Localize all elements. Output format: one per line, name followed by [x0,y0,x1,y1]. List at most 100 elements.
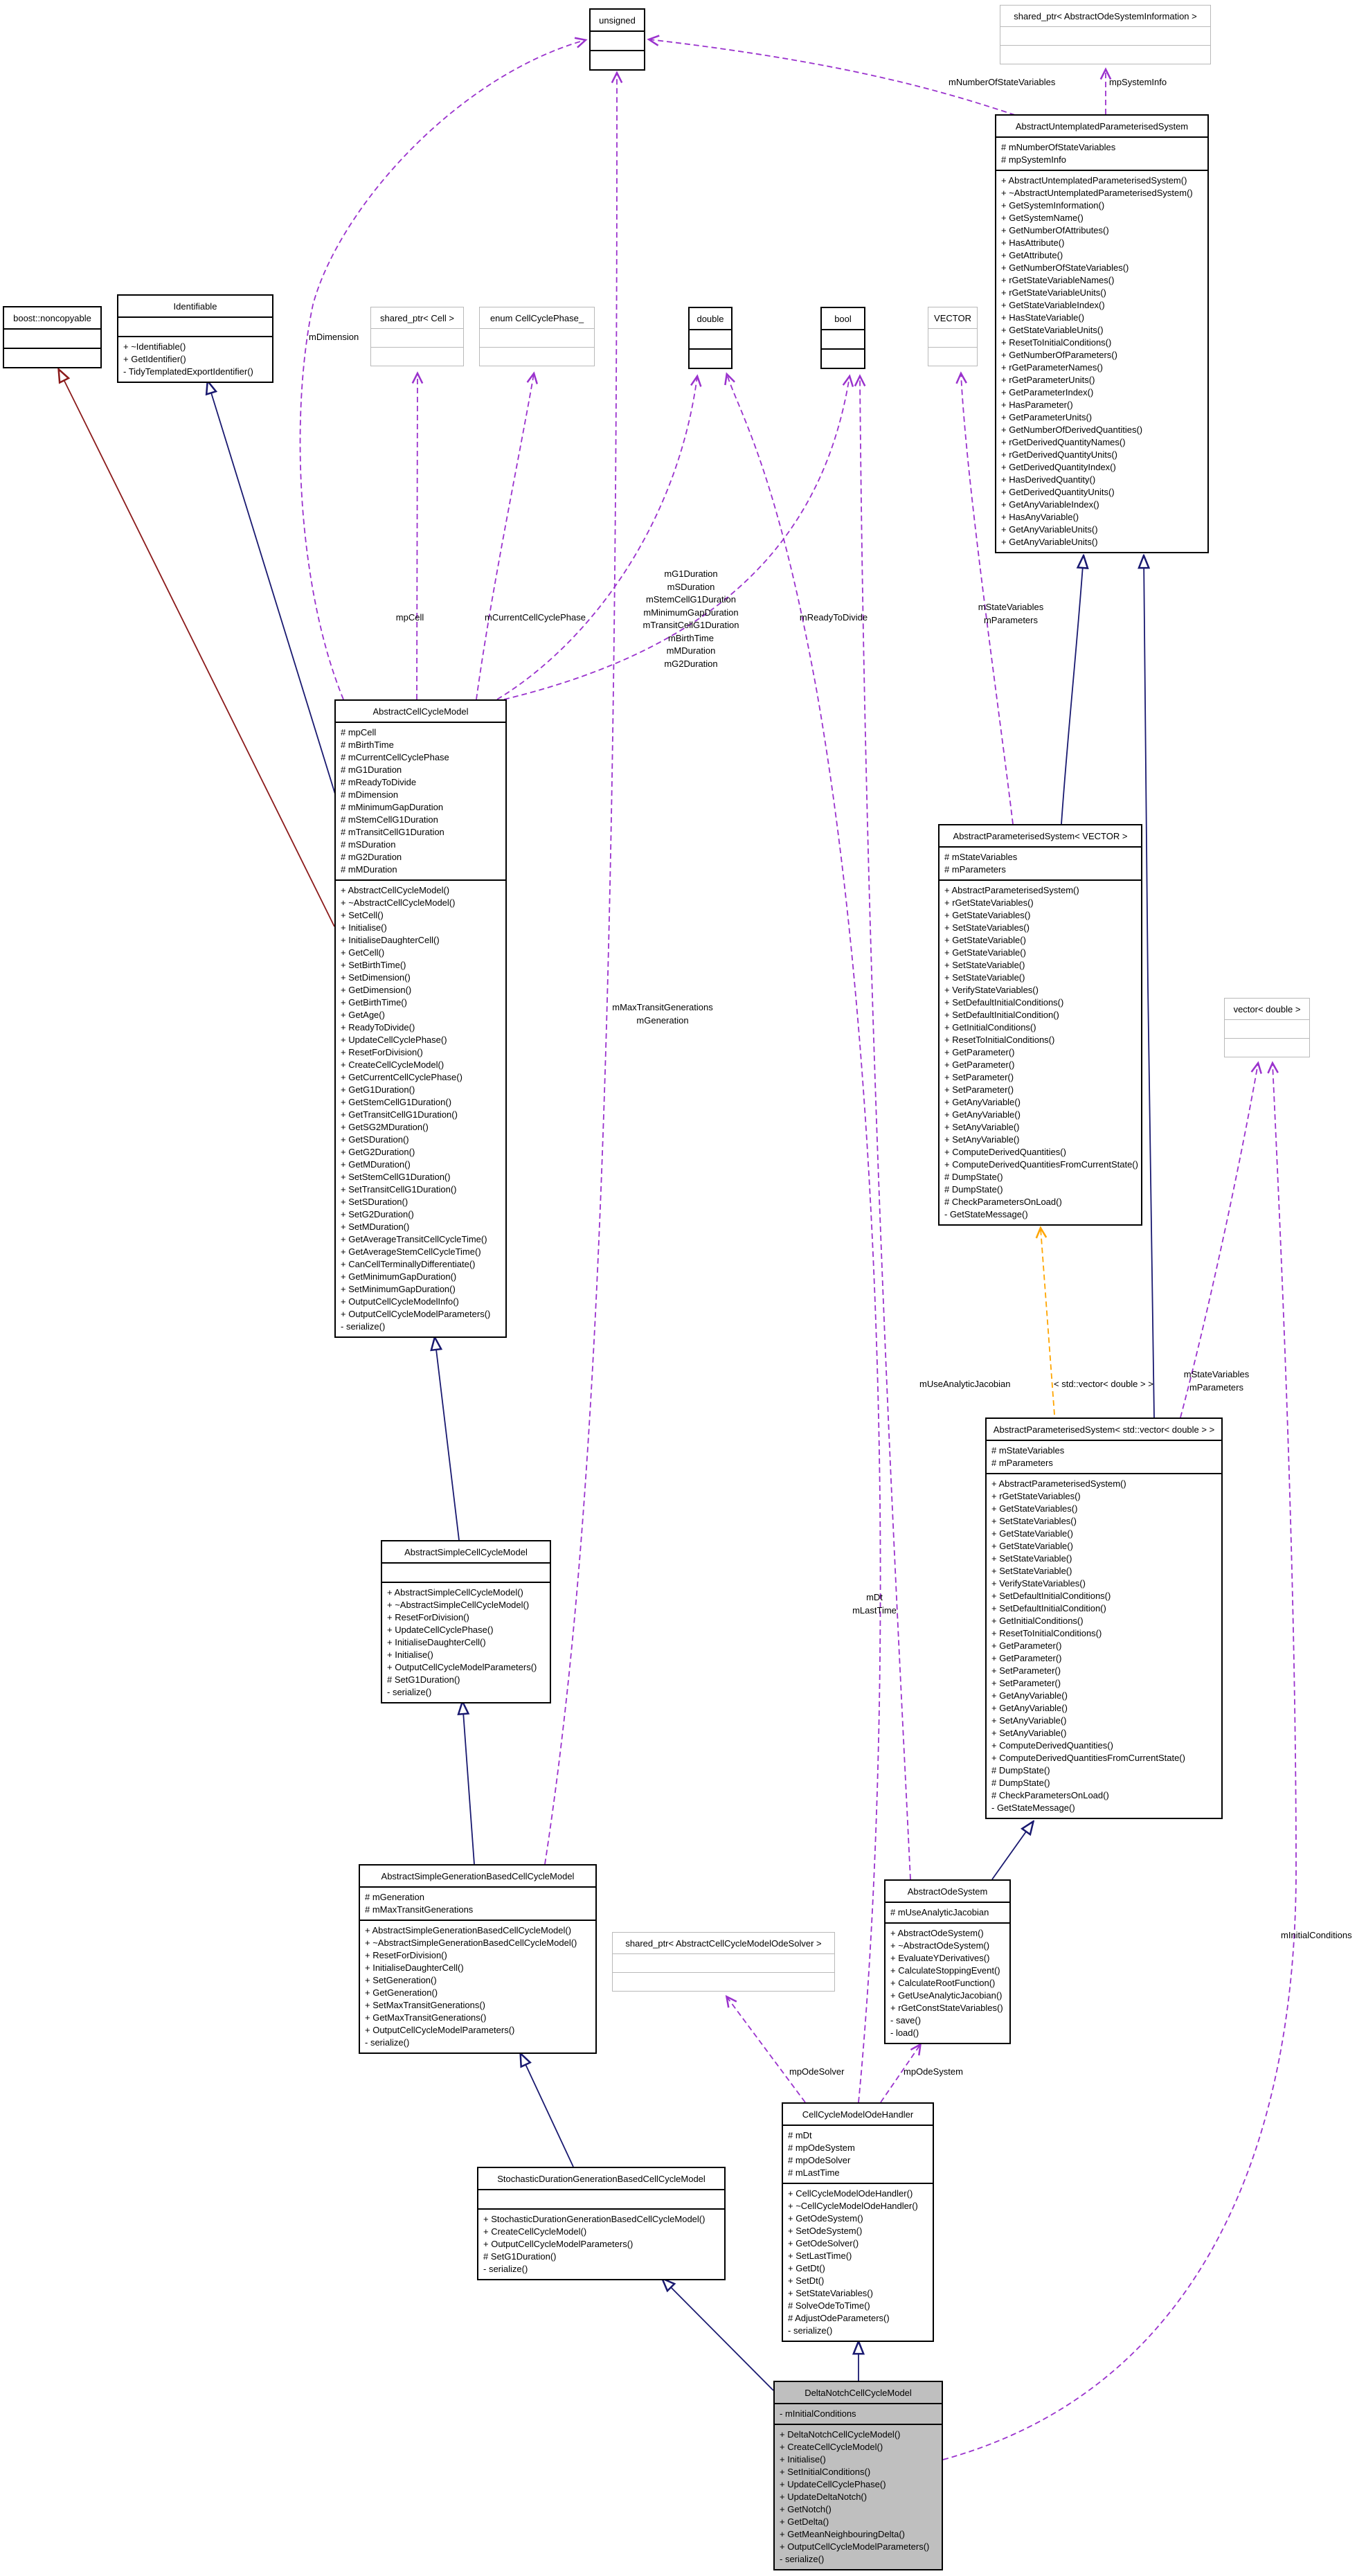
class-node-abstract-ode-system[interactable]: AbstractOdeSystem# mUseAnalyticJacobian+… [884,1879,1011,2044]
class-node-stochastic-duration-generation-based-cell-cycle-model[interactable]: StochasticDurationGenerationBasedCellCyc… [477,2167,726,2280]
member-row: + ResetToInitialConditions() [991,1628,1102,1638]
class-methods-delta-notch-cell-cycle-model: + DeltaNotchCellCycleModel()+ CreateCell… [775,2425,942,2569]
class-methods-unsigned [591,51,644,69]
member-row: # mSDuration [341,839,396,850]
member-row: + ResetToInitialConditions() [944,1035,1055,1045]
class-node-identifiable[interactable]: Identifiable+ ~Identifiable()+ GetIdenti… [117,294,273,383]
class-title-abstract-simple-cell-cycle-model: AbstractSimpleCellCycleModel [382,1541,550,1564]
label-maxtransitgenerations-line: mMaxTransitGenerations [612,1002,713,1012]
member-row: + ~AbstractSimpleGenerationBasedCellCycl… [365,1938,577,1948]
label-mpcell-line: mpCell [395,612,424,623]
member-row: + ~AbstractOdeSystem() [890,1940,990,1951]
member-row: + OutputCellCycleModelParameters() [341,1309,491,1319]
class-node-abstract-untemplated-parameterised-system[interactable]: AbstractUntemplatedParameterisedSystem# … [995,114,1209,553]
class-methods-cell-cycle-model-ode-handler: + CellCycleModelOdeHandler()+ ~CellCycle… [783,2184,933,2341]
member-row: + GetAnyVariableIndex() [1001,499,1099,510]
edge-inherit-accm-identifiable [208,382,340,808]
class-node-cell-cycle-model-ode-handler[interactable]: CellCycleModelOdeHandler# mDt# mpOdeSyst… [782,2102,934,2342]
class-node-bool[interactable]: bool [820,307,865,369]
class-title-vector-double: vector< double > [1225,999,1309,1020]
class-node-abstract-parameterised-system-std-vector[interactable]: AbstractParameterisedSystem< std::vector… [985,1417,1223,1819]
member-row: + GetAnyVariableUnits() [1001,537,1098,547]
member-row: + ResetForDivision() [341,1047,423,1057]
member-row: # DumpState() [991,1778,1050,1788]
class-methods-double [690,350,731,368]
member-row: + CalculateStoppingEvent() [890,1965,1000,1976]
label-mdt-mlasttime-line: mLastTime [852,1604,897,1616]
member-row: + SetAnyVariable() [944,1134,1020,1145]
member-row: # mNumberOfStateVariables [1001,142,1116,152]
member-row: - serialize() [780,2554,825,2564]
class-attrs-abstract-ode-system: # mUseAnalyticJacobian [886,1903,1009,1924]
class-node-delta-notch-cell-cycle-model[interactable]: DeltaNotchCellCycleModel- mInitialCondit… [773,2381,943,2570]
member-row: + SetDefaultInitialCondition() [944,1010,1059,1020]
label-durations-line: mMDuration [666,645,716,656]
member-row: + rGetStateVariables() [991,1491,1081,1501]
class-node-shared-ptr-cell[interactable]: shared_ptr< Cell > [370,307,464,366]
class-title-shared-ptr-ode-system-information: shared_ptr< AbstractOdeSystemInformation… [1000,6,1210,27]
member-row: + GetMinimumGapDuration() [341,1271,457,1282]
member-row: # CheckParametersOnLoad() [991,1790,1109,1800]
class-node-shared-ptr-ode-solver[interactable]: shared_ptr< AbstractCellCycleModelOdeSol… [612,1932,835,1992]
class-node-vector-double[interactable]: vector< double > [1224,998,1310,1057]
class-attrs-unsigned [591,32,644,51]
class-node-abstract-cell-cycle-model[interactable]: AbstractCellCycleModel# mpCell# mBirthTi… [334,699,507,1338]
member-row: + OutputCellCycleModelParameters() [483,2239,633,2249]
member-row: + GetGeneration() [365,1987,438,1998]
class-node-double[interactable]: double [688,307,733,369]
edge-usage-mdt-mlasttime [724,372,881,2103]
class-attrs-shared-ptr-cell [371,329,463,348]
member-row: + GetStateVariable() [991,1541,1073,1551]
member-row: + ReadyToDivide() [341,1022,415,1032]
member-row: + UpdateCellCyclePhase() [780,2479,886,2489]
class-node-abstract-parameterised-system-vector[interactable]: AbstractParameterisedSystem< VECTOR ># m… [938,824,1142,1226]
member-row: + GetParameter() [944,1047,1015,1057]
member-row: + ResetForDivision() [387,1612,469,1622]
member-row: # mMinimumGapDuration [341,802,444,812]
member-row: + ResetForDivision() [365,1950,447,1960]
member-row: + GetOdeSolver() [788,2238,859,2248]
class-attrs-stochastic-duration-generation-based-cell-cycle-model [478,2190,724,2210]
member-row: + UpdateDeltaNotch() [780,2492,868,2502]
class-node-abstract-simple-generation-based-cell-cycle-model[interactable]: AbstractSimpleGenerationBasedCellCycleMo… [359,1864,597,2054]
label-mcurrentcellcyclephase-line: mCurrentCellCyclePhase [485,612,586,623]
member-row: # mTransitCellG1Duration [341,827,444,837]
class-node-shared-ptr-ode-system-information[interactable]: shared_ptr< AbstractOdeSystemInformation… [1000,5,1211,64]
member-row: - load() [890,2028,919,2038]
label-mdimension: mDimension [309,331,359,344]
edge-usage-numberofstatevariables [647,35,1016,116]
member-row: + GetCurrentCellCyclePhase() [341,1072,462,1082]
member-row: + SetBirthTime() [341,960,406,970]
member-row: + GetAttribute() [1001,250,1063,260]
member-row: + SetStateVariable() [991,1566,1072,1576]
class-title-unsigned: unsigned [591,10,644,32]
member-row: + Initialise() [780,2454,826,2465]
member-row: + Initialise() [341,922,387,933]
member-row: + HasAnyVariable() [1001,512,1079,522]
class-title-abstract-parameterised-system-vector: AbstractParameterisedSystem< VECTOR > [940,825,1141,848]
member-row: + SetParameter() [991,1665,1061,1676]
member-row: + AbstractSimpleGenerationBasedCellCycle… [365,1925,572,1935]
member-row: - serialize() [387,1687,432,1697]
class-node-enum-cell-cycle-phase[interactable]: enum CellCyclePhase_ [479,307,595,366]
member-row: - GetStateMessage() [944,1209,1028,1219]
member-row: + VerifyStateVariables() [991,1578,1086,1589]
class-node-unsigned[interactable]: unsigned [589,8,645,71]
class-methods-shared-ptr-ode-solver [613,1973,834,1991]
member-row: + GetAge() [341,1010,385,1020]
class-node-boost-noncopyable[interactable]: boost::noncopyable [3,306,102,368]
class-node-abstract-simple-cell-cycle-model[interactable]: AbstractSimpleCellCycleModel+ AbstractSi… [381,1540,551,1703]
class-methods-shared-ptr-ode-system-information [1000,46,1210,64]
member-row: + ~AbstractCellCycleModel() [341,897,456,908]
member-row: + GetG2Duration() [341,1147,415,1157]
class-node-vector-type[interactable]: VECTOR [928,307,978,366]
label-mreadytodivide-line: mReadyToDivide [799,612,868,623]
member-row: - GetStateMessage() [991,1803,1075,1813]
member-row: + CalculateRootFunction() [890,1978,996,1988]
class-attrs-identifiable [118,318,272,337]
member-row: + GetUseAnalyticJacobian() [890,1990,1003,2001]
member-row: # SolveOdeToTime() [788,2300,870,2311]
member-row: + Initialise() [387,1649,433,1660]
class-attrs-abstract-parameterised-system-std-vector: # mStateVariables# mParameters [987,1441,1221,1474]
